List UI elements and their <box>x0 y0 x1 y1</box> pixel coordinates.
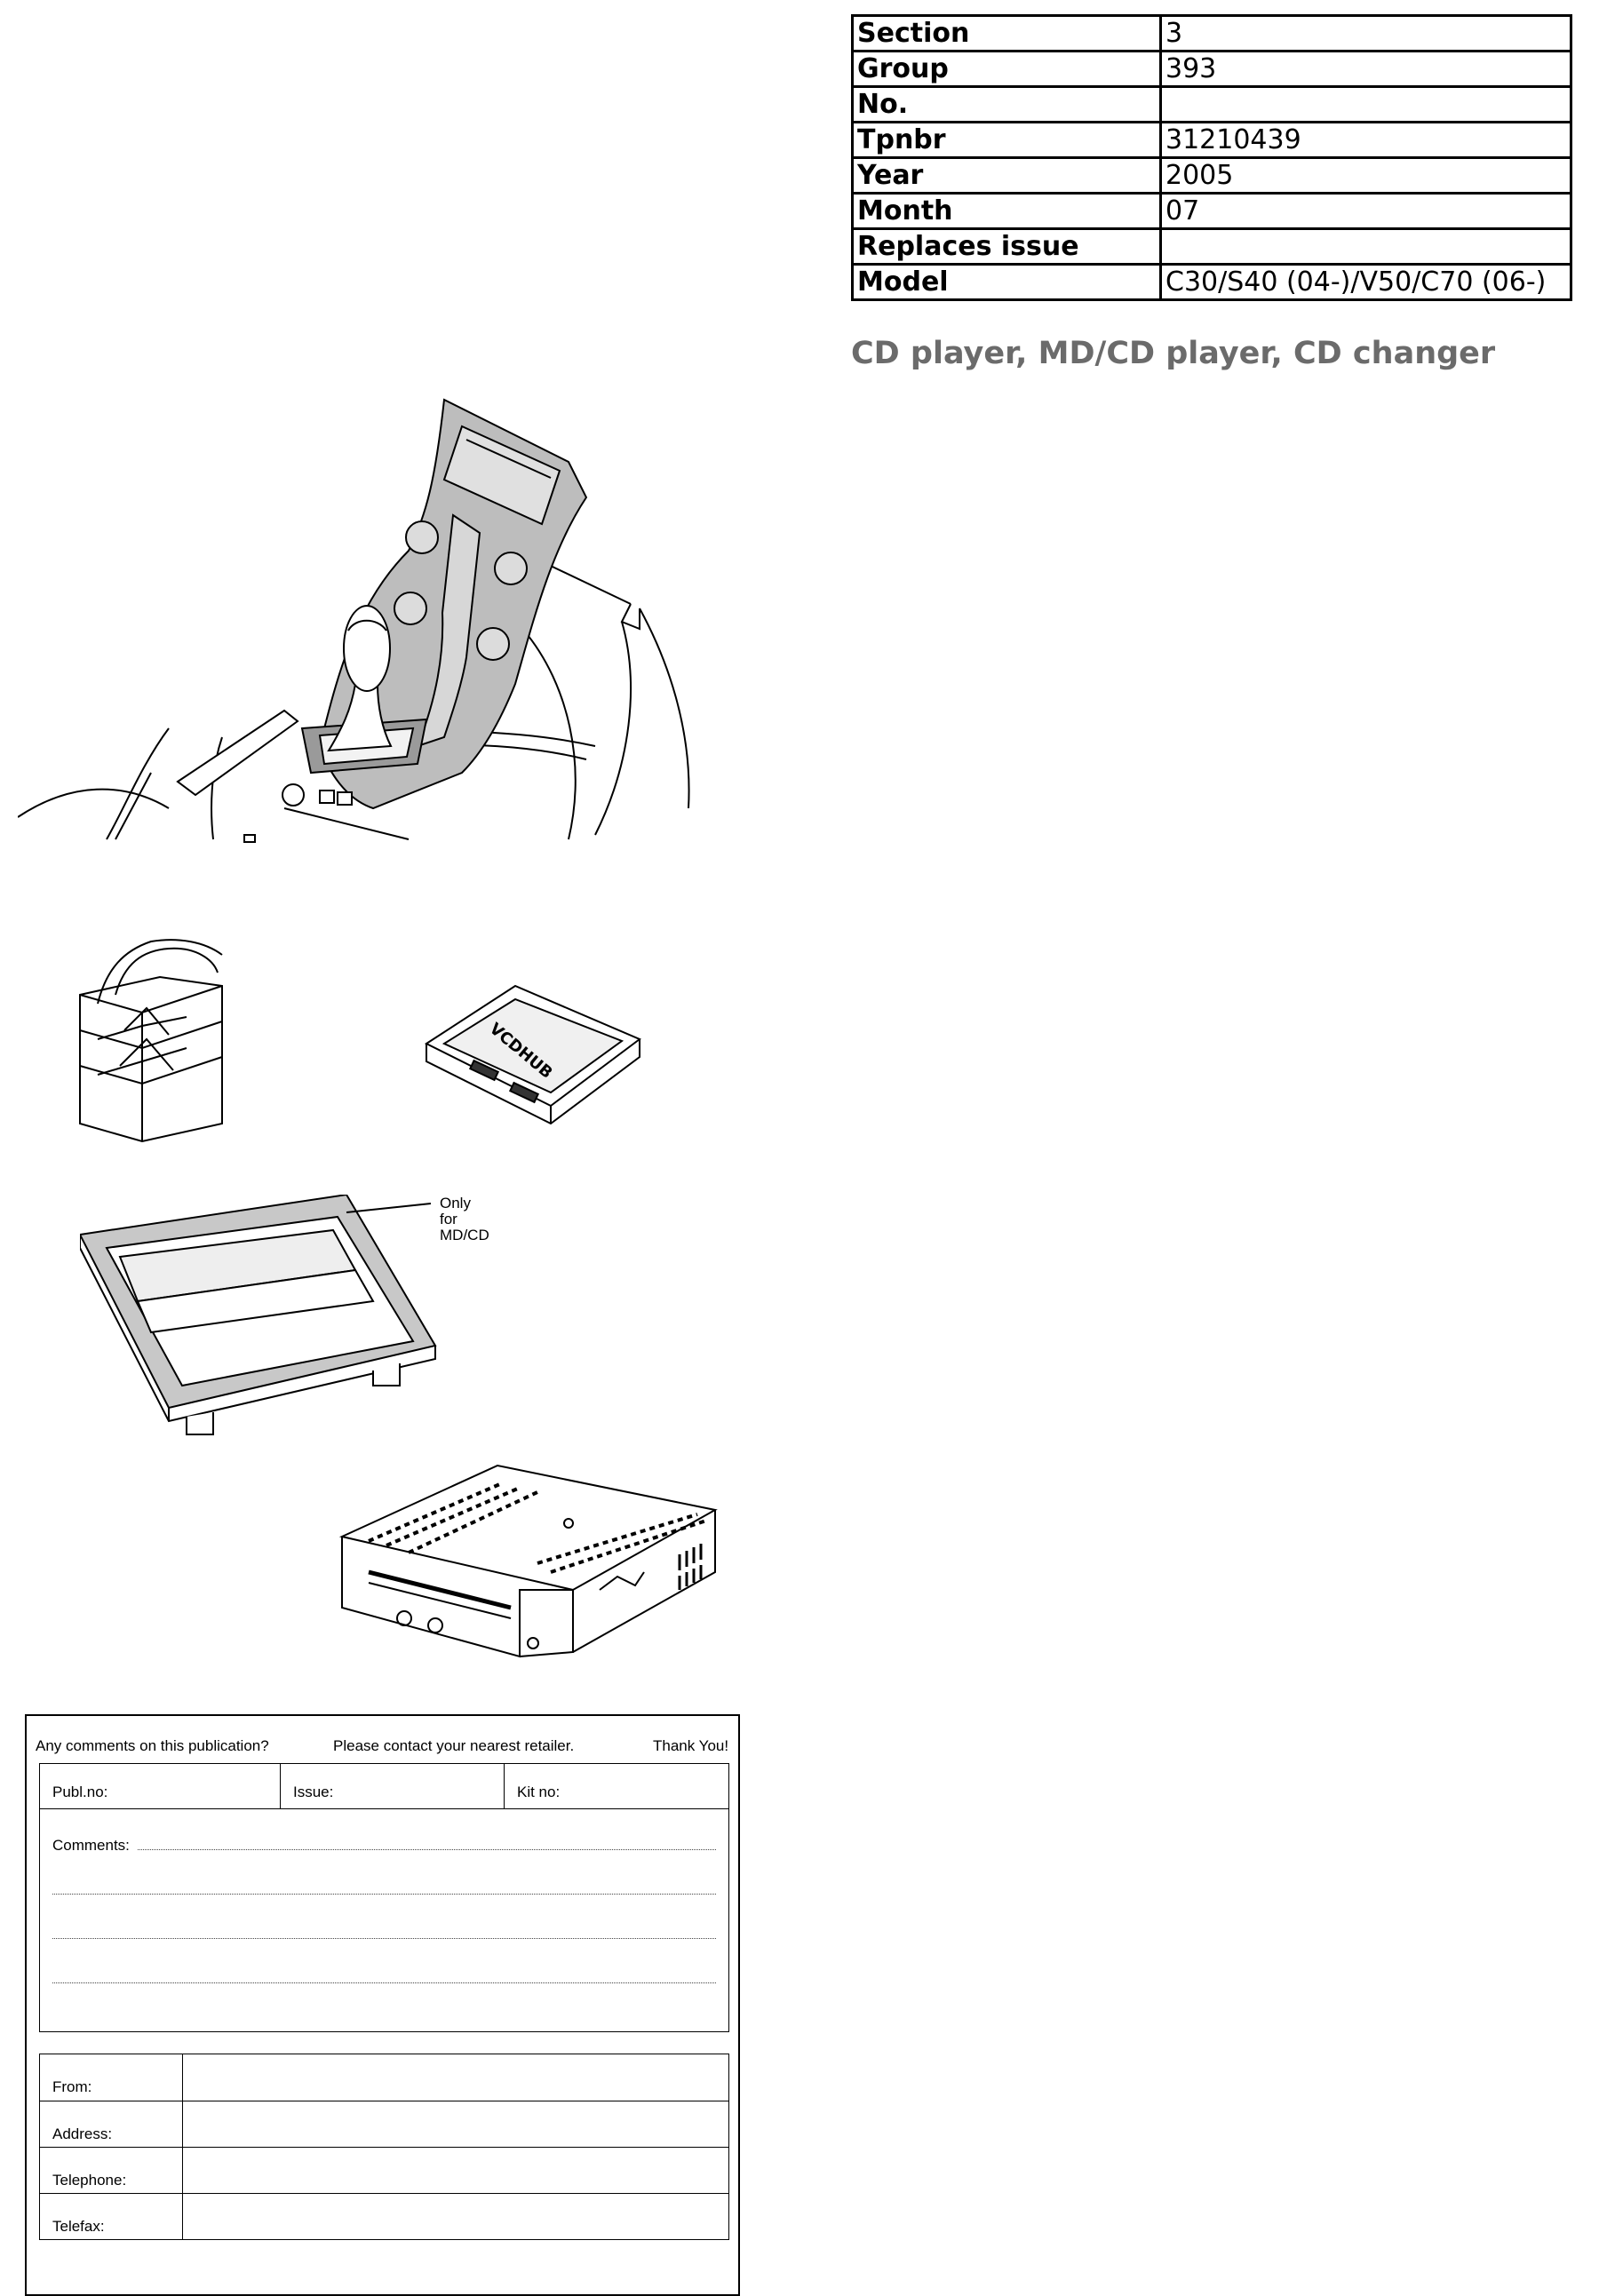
kit-no-label: Kit no: <box>517 1784 561 1800</box>
form-contact: Please contact your nearest retailer. <box>333 1737 575 1754</box>
info-value: 07 <box>1159 192 1572 230</box>
toolbox-icon <box>79 939 223 1143</box>
info-value: 31210439 <box>1159 121 1572 159</box>
info-value: 3 <box>1159 14 1572 52</box>
issue-label: Issue: <box>293 1784 334 1800</box>
issue-cell[interactable]: Issue: <box>280 1764 504 1808</box>
cd-panel-illustration: Only for MD/CD <box>80 1195 577 1461</box>
document-title: CD player, MD/CD player, CD changer <box>851 336 1496 371</box>
comments-line-2[interactable] <box>52 1894 716 1895</box>
center-console-illustration <box>18 391 693 844</box>
panel-caption-2: for <box>440 1211 457 1227</box>
kit-no-cell[interactable]: Kit no: <box>504 1764 730 1808</box>
telefax-label: Telefax: <box>52 2218 105 2235</box>
tools-illustration: VCDHUB <box>71 933 657 1155</box>
comments-line-3[interactable] <box>52 1938 716 1939</box>
from-label: From: <box>52 2078 92 2095</box>
from-row[interactable]: From: <box>40 2054 728 2101</box>
info-value: C30/S40 (04-)/V50/C70 (06-) <box>1159 263 1572 301</box>
form-thanks: Thank You! <box>653 1737 729 1754</box>
info-label: Section <box>851 14 1162 52</box>
panel-caption-1: Only <box>440 1195 471 1212</box>
comment-form: Any comments on this publication? Please… <box>25 1714 740 2296</box>
panel-caption-3: MD/CD <box>440 1227 489 1243</box>
telephone-row[interactable]: Telephone: <box>40 2147 728 2193</box>
info-row: Replaces issue <box>851 227 1572 266</box>
cd-player-illustration <box>333 1457 742 1688</box>
info-label: Year <box>851 156 1162 195</box>
info-label: Group <box>851 50 1162 88</box>
form-prompt: Any comments on this publication? <box>36 1737 269 1754</box>
comments-line-4[interactable] <box>52 1982 716 1983</box>
vida-unit-icon: VCDHUB <box>424 984 641 1125</box>
info-label: No. <box>851 85 1162 123</box>
comments-label: Comments: <box>52 1837 131 1855</box>
info-label: Month <box>851 192 1162 230</box>
info-row: No. <box>851 85 1572 123</box>
publ-no-cell[interactable]: Publ.no: <box>40 1764 280 1808</box>
address-label: Address: <box>52 2125 113 2142</box>
comments-line-1[interactable] <box>138 1849 716 1850</box>
info-value <box>1159 85 1572 123</box>
publ-no-label: Publ.no: <box>52 1784 108 1800</box>
info-label: Replaces issue <box>851 227 1162 266</box>
contact-box: From: Address: Telephone: Telefax: <box>39 2054 729 2240</box>
info-value <box>1159 227 1572 266</box>
info-label: Model <box>851 263 1162 301</box>
info-value: 393 <box>1159 50 1572 88</box>
telefax-row[interactable]: Telefax: <box>40 2193 728 2239</box>
info-value: 2005 <box>1159 156 1572 195</box>
info-label: Tpnbr <box>851 121 1162 159</box>
address-row[interactable]: Address: <box>40 2101 728 2147</box>
telephone-label: Telephone: <box>52 2172 127 2189</box>
publication-box: Publ.no: Issue: Kit no: Comments: <box>39 1763 729 2032</box>
publication-header-row: Publ.no: Issue: Kit no: <box>40 1764 728 1809</box>
